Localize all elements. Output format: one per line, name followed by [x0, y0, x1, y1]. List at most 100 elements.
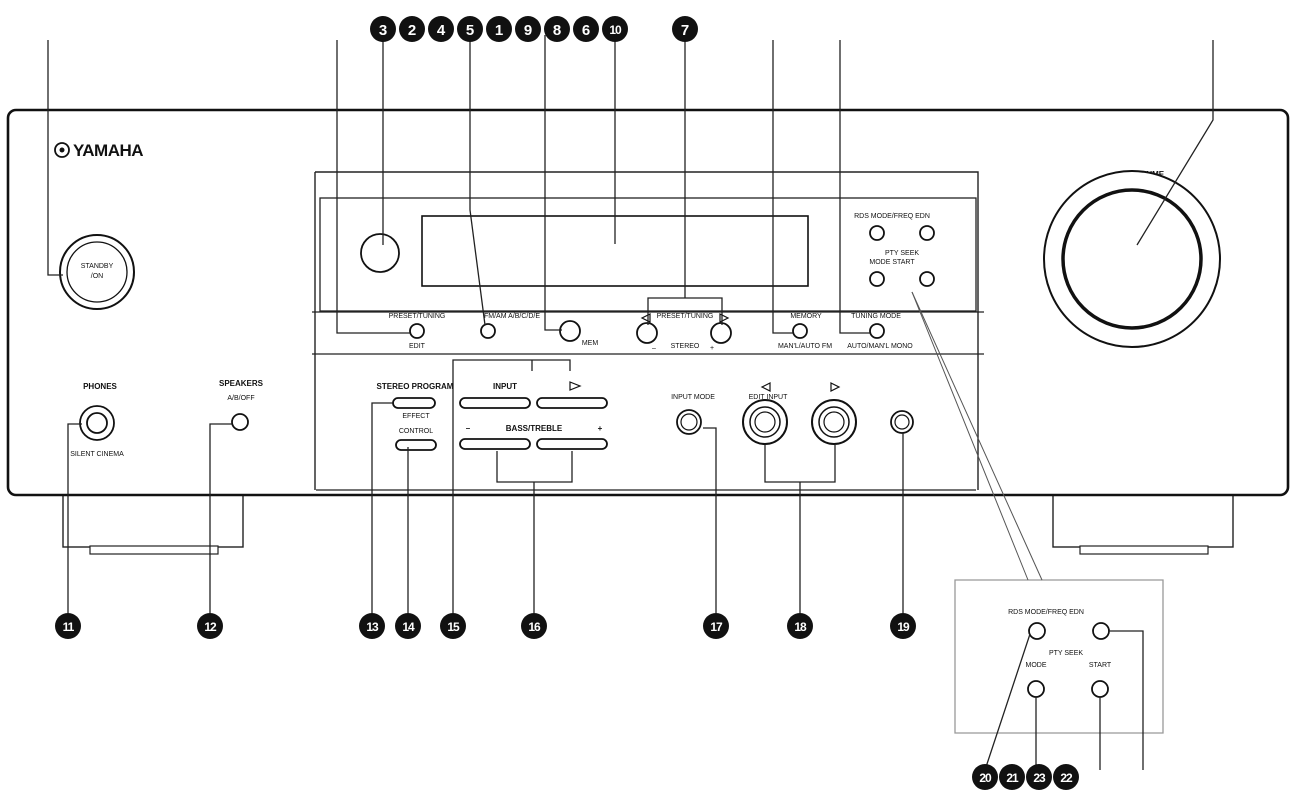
video-aux-jack[interactable]	[890, 410, 914, 434]
pty-start-button[interactable]	[919, 271, 935, 287]
input-right-button[interactable]	[536, 397, 608, 409]
callout-13: 13	[359, 613, 385, 639]
callout-16: 16	[521, 613, 547, 639]
speakers-abo-label: A/B/OFF	[227, 395, 254, 402]
phones-jack[interactable]	[79, 405, 115, 441]
speakers-label: SPEAKERS	[219, 379, 264, 388]
callout-6: 6	[573, 16, 599, 42]
svg-text:8: 8	[553, 22, 561, 39]
inset-pty-start-button[interactable]	[1091, 680, 1109, 698]
callout-19: 19	[890, 613, 916, 639]
auto-man-mono-label: AUTO/MAN'L MONO	[847, 343, 913, 350]
svg-text:15: 15	[447, 620, 460, 634]
effect-button[interactable]	[392, 397, 436, 409]
callout-18: 18	[787, 613, 813, 639]
rds-inset: RDS MODE/FREQ EDN PTY SEEK MODE START	[911, 291, 1164, 734]
stereo-program-label: STEREO PROGRAM	[377, 382, 454, 391]
svg-text:23: 23	[1033, 771, 1046, 785]
inset-mode-label: MODE	[1026, 662, 1047, 669]
svg-text:20: 20	[979, 771, 992, 785]
stereo-label: STEREO	[671, 343, 700, 350]
preset-right-arrow-icon	[719, 313, 730, 323]
fm-am-label: FM/AM A/B/C/D/E	[484, 313, 540, 320]
yamaha-logo: YAMAHA	[54, 141, 144, 160]
bass-treble-minus: –	[466, 424, 471, 433]
edit-input-label: EDIT INPUT	[749, 394, 788, 401]
remote-sensor	[360, 233, 400, 273]
bass-treble-plus-button[interactable]	[536, 438, 608, 450]
plus-label: +	[710, 345, 714, 352]
callout-1: 1	[486, 16, 512, 42]
callout-17: 17	[703, 613, 729, 639]
svg-text:12: 12	[204, 620, 217, 634]
bass-treble-label: BASS/TREBLE	[506, 424, 563, 433]
callout-2: 2	[399, 16, 425, 42]
freq-edn-button[interactable]	[919, 225, 935, 241]
edit-left-arrow-icon	[760, 382, 771, 392]
inset-rds-label: RDS MODE/FREQ EDN	[1008, 609, 1084, 616]
inset-freq-edn-button[interactable]	[1092, 622, 1110, 640]
tuning-mode-button[interactable]	[869, 323, 885, 339]
memory-label: MEMORY	[790, 313, 822, 320]
edit-right-arrow-icon	[830, 382, 841, 392]
inset-pty-seek-label: PTY SEEK	[1049, 650, 1083, 657]
svg-text:10: 10	[609, 23, 622, 37]
mode-start-label-panel: MODE START	[869, 259, 915, 266]
inset-pty-mode-button[interactable]	[1027, 680, 1045, 698]
input-left-button[interactable]	[459, 397, 531, 409]
edit-input-right-knob[interactable]	[811, 399, 857, 445]
inset-start-label: START	[1089, 662, 1112, 669]
callout-badges: 3 2 4 5 1 9 8 6 10 7 11 12 13 14 15 16 1…	[55, 16, 1079, 790]
preset-tuning-edit-button[interactable]	[409, 323, 425, 339]
phones-label: PHONES	[83, 382, 117, 391]
svg-text:1: 1	[495, 22, 503, 39]
svg-text:9: 9	[524, 22, 532, 39]
pty-seek-label-panel: PTY SEEK	[885, 250, 919, 257]
svg-text:6: 6	[582, 22, 590, 39]
brand-text: YAMAHA	[73, 141, 143, 160]
standby-on-button[interactable]: STANDBY /ON	[59, 234, 135, 310]
callout-7: 7	[672, 16, 698, 42]
edit-input-left-knob[interactable]	[742, 399, 788, 445]
callout-22: 22	[1053, 764, 1079, 790]
preset-right-button[interactable]	[710, 322, 732, 344]
callout-4: 4	[428, 16, 454, 42]
callout-8: 8	[544, 16, 570, 42]
callout-12: 12	[197, 613, 223, 639]
svg-text:2: 2	[408, 22, 416, 39]
svg-text:3: 3	[379, 22, 387, 39]
input-right-arrow-icon	[569, 381, 582, 391]
svg-text:19: 19	[897, 620, 910, 634]
preset-tuning-center-label: PRESET/TUNING	[657, 313, 714, 320]
control-label: CONTROL	[399, 428, 433, 435]
inset-rds-mode-button[interactable]	[1028, 622, 1046, 640]
svg-text:4: 4	[437, 22, 446, 39]
callout-23: 23	[1026, 764, 1052, 790]
leader-lines	[47, 35, 1214, 771]
callout-20: 20	[972, 764, 998, 790]
callout-9: 9	[515, 16, 541, 42]
callout-5: 5	[457, 16, 483, 42]
svg-text:22: 22	[1060, 771, 1073, 785]
pty-mode-button[interactable]	[869, 271, 885, 287]
callout-21: 21	[999, 764, 1025, 790]
input-mode-button[interactable]	[676, 409, 702, 435]
input-mode-label: INPUT MODE	[671, 394, 715, 401]
preset-left-button[interactable]	[636, 322, 658, 344]
effect-label: EFFECT	[402, 413, 430, 420]
svg-text:21: 21	[1006, 771, 1019, 785]
man-auto-fm-label: MAN'L/AUTO FM	[778, 343, 832, 350]
control-button[interactable]	[395, 439, 437, 451]
fm-am-button[interactable]	[480, 323, 496, 339]
volume-knob[interactable]	[1043, 170, 1221, 348]
speakers-button[interactable]	[231, 413, 249, 431]
svg-text:18: 18	[794, 620, 807, 634]
preset-tuning-label: PRESET/TUNING	[389, 313, 446, 320]
rds-mode-button[interactable]	[869, 225, 885, 241]
callout-11: 11	[55, 613, 81, 639]
memory-button[interactable]	[792, 323, 808, 339]
bass-treble-minus-button[interactable]	[459, 438, 531, 450]
mem-button[interactable]	[559, 320, 581, 342]
input-label: INPUT	[493, 382, 517, 391]
